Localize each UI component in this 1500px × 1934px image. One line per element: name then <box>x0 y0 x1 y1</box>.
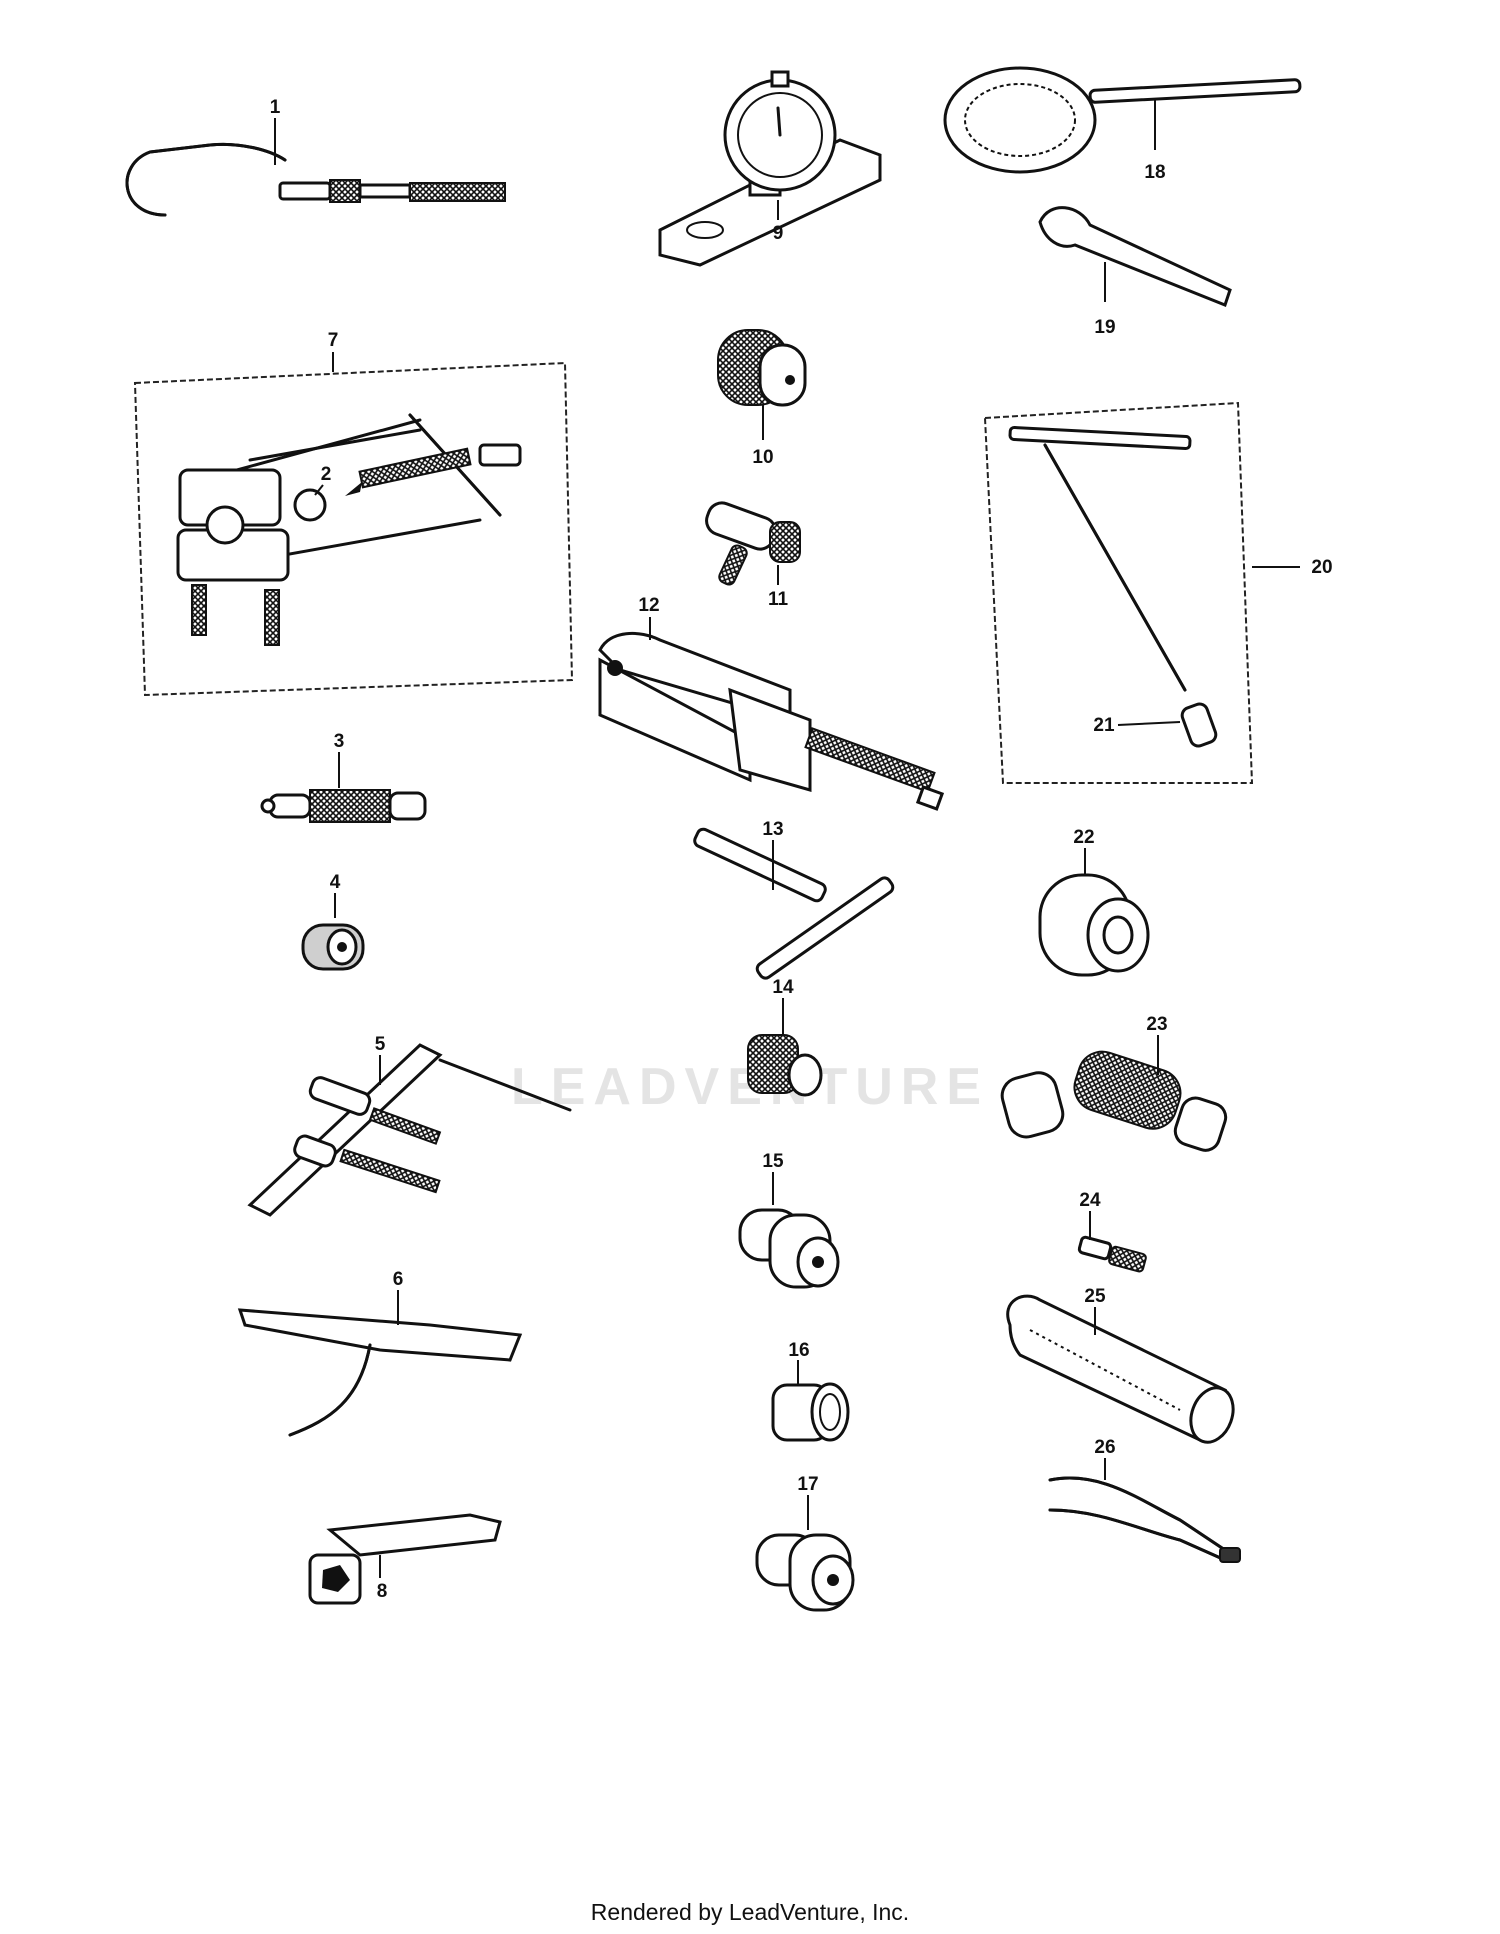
part-6-drawing <box>237 1308 523 1437</box>
part-22-drawing <box>1038 873 1150 977</box>
part-8-drawing <box>308 1513 502 1605</box>
part-10-drawing <box>717 329 807 407</box>
part-4-drawing <box>301 923 365 971</box>
part-label-17: 17 <box>797 1474 818 1495</box>
part-12-drawing <box>598 631 945 811</box>
part-18-drawing <box>943 66 1302 174</box>
part-15-drawing <box>738 1208 840 1289</box>
watermark-text: LEADVENTURE <box>511 1058 989 1116</box>
part-label-16: 16 <box>788 1340 809 1361</box>
part-label-15: 15 <box>762 1151 784 1172</box>
part-label-3: 3 <box>334 731 345 752</box>
part-1-drawing <box>125 142 506 217</box>
part-23-drawing <box>1000 1050 1228 1152</box>
part-label-7: 7 <box>328 330 339 351</box>
part-label-19: 19 <box>1094 317 1115 338</box>
part-label-21: 21 <box>1093 715 1115 736</box>
part-5-drawing <box>247 1043 572 1217</box>
part-label-24: 24 <box>1079 1190 1101 1211</box>
part-label-14: 14 <box>772 977 794 998</box>
part-label-25: 25 <box>1084 1286 1106 1307</box>
part-label-5: 5 <box>375 1034 386 1055</box>
part-label-10: 10 <box>752 447 773 468</box>
part-17-drawing <box>755 1533 855 1612</box>
part-label-20: 20 <box>1311 557 1332 578</box>
part-label-4: 4 <box>330 872 341 893</box>
footer-credit: Rendered by LeadVenture, Inc. <box>590 1899 910 1925</box>
part-7-box <box>133 361 574 697</box>
part-19-drawing <box>1038 206 1232 307</box>
part-14-drawing <box>747 1034 823 1097</box>
part-label-1: 1 <box>270 97 281 118</box>
part-16-drawing <box>771 1382 850 1442</box>
part-label-18: 18 <box>1144 162 1165 183</box>
part-label-23: 23 <box>1146 1014 1167 1035</box>
part-label-9: 9 <box>773 223 784 244</box>
part-7-drawing <box>176 413 522 646</box>
part-9-drawing <box>658 70 882 267</box>
part-3-drawing <box>260 789 427 823</box>
part-13-drawing <box>693 827 895 980</box>
part-label-11: 11 <box>768 589 789 610</box>
part-20-drawing <box>1008 426 1218 748</box>
part-label-6: 6 <box>393 1269 404 1290</box>
part-label-2: 2 <box>321 464 332 485</box>
part-label-12: 12 <box>638 595 659 616</box>
part-26-drawing <box>1048 1476 1241 1563</box>
part-24-drawing <box>1077 1235 1147 1273</box>
part-label-22: 22 <box>1073 827 1094 848</box>
part-label-8: 8 <box>377 1581 388 1602</box>
part-11-drawing <box>705 501 801 586</box>
part-20-box <box>983 401 1254 784</box>
part-label-26: 26 <box>1094 1437 1115 1458</box>
part-label-13: 13 <box>762 819 783 840</box>
part-25-drawing <box>1006 1294 1235 1444</box>
